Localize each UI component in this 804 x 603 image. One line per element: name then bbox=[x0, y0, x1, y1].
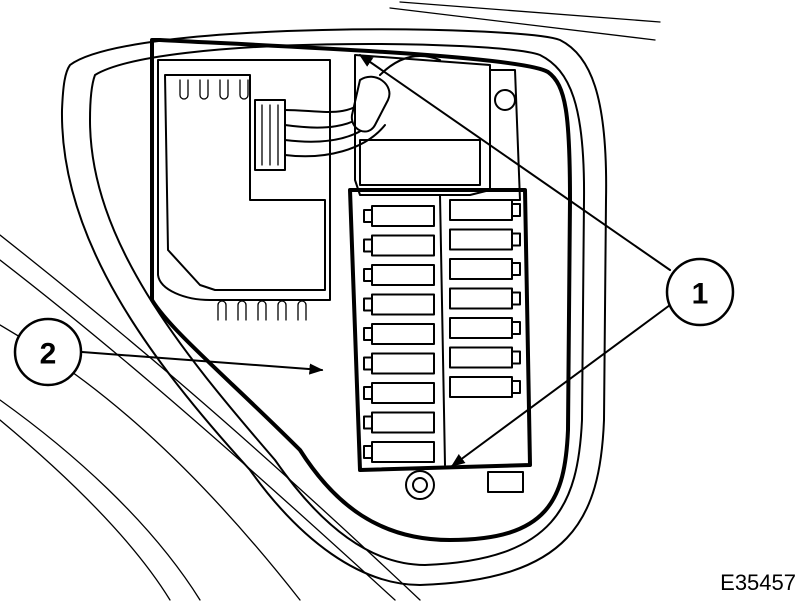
leader-2 bbox=[81, 351, 324, 375]
fuse-tab bbox=[511, 291, 521, 306]
harness-connector bbox=[254, 54, 441, 171]
mounting-boss bbox=[405, 470, 524, 500]
figure-reference: E35457 bbox=[720, 570, 796, 595]
fuses-left-column bbox=[363, 205, 435, 463]
fuse-slot bbox=[371, 293, 435, 316]
fuse-tab bbox=[363, 268, 373, 282]
fuse-tab bbox=[511, 350, 521, 365]
callout-1: 1 bbox=[665, 257, 735, 327]
fuses-right-column bbox=[449, 199, 521, 398]
fuse-tab bbox=[363, 238, 373, 253]
fuse-tab bbox=[363, 209, 373, 223]
leader-1-bottom bbox=[450, 304, 671, 467]
fuse-slot bbox=[371, 323, 435, 345]
fuse-slot bbox=[371, 352, 435, 375]
relay-module bbox=[157, 59, 331, 321]
callout-2: 2 bbox=[13, 317, 83, 387]
fuse-slot bbox=[449, 287, 513, 310]
fuse-slot bbox=[449, 228, 513, 251]
fuse-tab bbox=[363, 356, 373, 371]
fuse-tab bbox=[363, 415, 373, 430]
fuse-slot bbox=[371, 205, 435, 227]
fuse-slot bbox=[371, 441, 435, 463]
callout-2-label: 2 bbox=[40, 338, 57, 371]
fuse-tab bbox=[363, 327, 373, 341]
fuse-tab bbox=[511, 262, 521, 276]
fuse-slot bbox=[371, 264, 435, 286]
fuse-tab bbox=[511, 380, 521, 394]
fuse-slot bbox=[371, 411, 435, 434]
upper-module bbox=[354, 54, 521, 201]
leader-lines bbox=[81, 54, 671, 467]
fuse-tab bbox=[363, 445, 373, 459]
fuse-slot bbox=[449, 199, 513, 221]
fuse-tab bbox=[511, 232, 521, 247]
trim-panel-opening bbox=[60, 28, 608, 586]
fuse-tab bbox=[363, 386, 373, 400]
fuse-tab bbox=[511, 203, 521, 217]
fuse-slot bbox=[449, 346, 513, 369]
fuse-slot bbox=[371, 382, 435, 404]
callout-1-label: 1 bbox=[692, 278, 709, 311]
fuse-tab bbox=[511, 321, 521, 335]
fuse-slot bbox=[449, 258, 513, 280]
fuse-tab bbox=[363, 297, 373, 312]
fuse-box bbox=[348, 188, 532, 472]
leader-1-top bbox=[358, 54, 671, 271]
fuse-slot bbox=[449, 376, 513, 398]
fuse-slot bbox=[449, 317, 513, 339]
fuse-slot bbox=[371, 234, 435, 257]
